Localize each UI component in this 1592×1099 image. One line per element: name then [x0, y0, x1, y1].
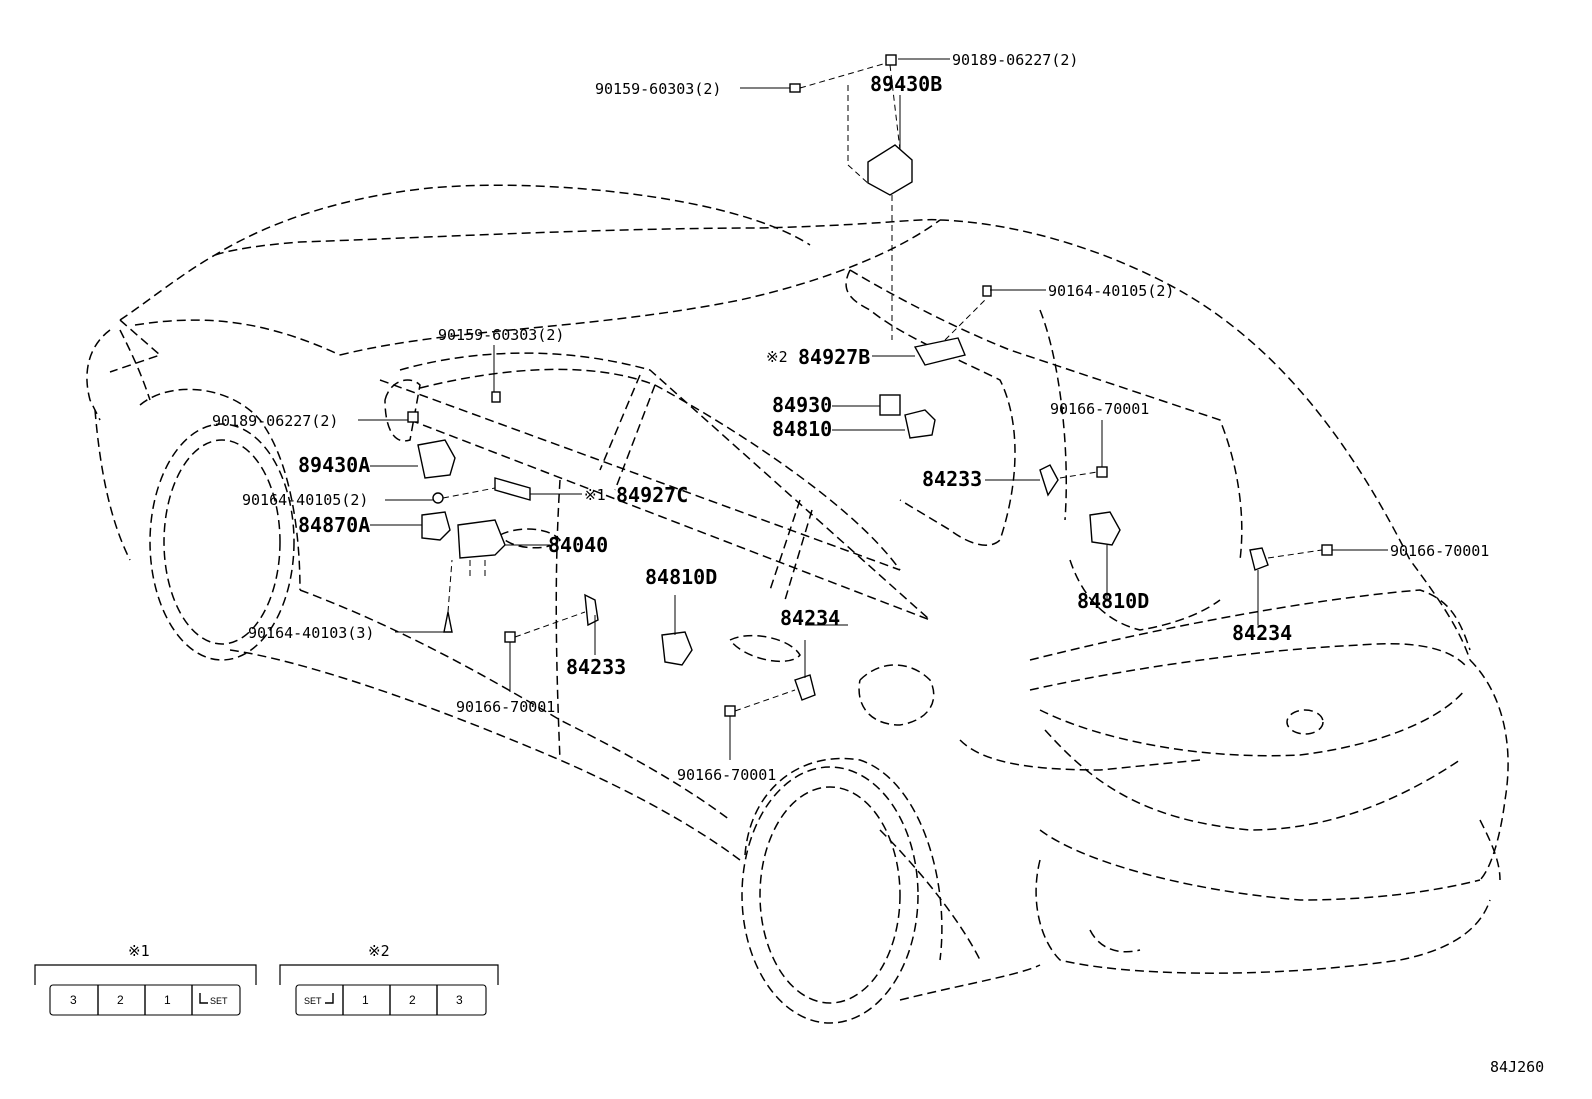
label-90164-40103: 90164-40103(3): [248, 624, 374, 642]
leader-lines: [358, 58, 1388, 760]
label-84234-center: 84234: [780, 606, 840, 630]
label-90159-60303-left: 90159-60303(2): [438, 326, 564, 344]
label-84927C: 84927C: [616, 483, 688, 507]
label-90166-70001-r2: 90166-70001: [1390, 542, 1489, 560]
diagram-code: 84J260: [1490, 1058, 1544, 1076]
label-90166-70001-r1: 90166-70001: [1050, 400, 1149, 418]
legend-note2-key-2: 1: [362, 993, 369, 1007]
legend-note2-key-1: SET: [304, 996, 322, 1006]
label-84927C-mark: ※1: [584, 486, 606, 504]
label-84040: 84040: [548, 533, 608, 557]
label-84930: 84930: [772, 393, 832, 417]
label-84234-right: 84234: [1232, 621, 1292, 645]
legend-note2-key-3: 2: [409, 993, 416, 1007]
label-84810D-right: 84810D: [1077, 589, 1149, 613]
label-84927B: 84927B: [798, 345, 870, 369]
part-shapes: [407, 54, 1333, 717]
legend-note1-key-4: SET: [210, 996, 228, 1006]
label-84927B-mark: ※2: [766, 348, 788, 366]
legend-note2: ※2 SET 1 2 3: [279, 942, 499, 1016]
label-84233-center: 84233: [566, 655, 626, 679]
legend-note2-seat-icon: [325, 993, 334, 1004]
legend-note2-key-4: 3: [456, 993, 463, 1007]
legend-note2-mark: ※2: [368, 942, 390, 960]
part-labels: 90189-06227(2) 90159-60303(2) 89430B 901…: [212, 51, 1489, 784]
label-89430A: 89430A: [298, 453, 370, 477]
car-body-outline: [86, 184, 1509, 1024]
label-90189-06227-top: 90189-06227(2): [952, 51, 1078, 69]
label-90166-70001-c2: 90166-70001: [677, 766, 776, 784]
legend-note1-key-1: 3: [70, 993, 77, 1007]
label-90159-60303-top: 90159-60303(2): [595, 80, 721, 98]
label-84233-right: 84233: [922, 467, 982, 491]
label-90189-06227-left: 90189-06227(2): [212, 412, 338, 430]
label-84810D-center: 84810D: [645, 565, 717, 589]
label-90164-40105-left: 90164-40105(2): [242, 491, 368, 509]
label-84870A: 84870A: [298, 513, 370, 537]
legend-note1-key-2: 2: [117, 993, 124, 1007]
label-90166-70001-c1: 90166-70001: [456, 698, 555, 716]
legend-note1-seat-icon: [199, 993, 208, 1004]
label-90164-40105-right: 90164-40105(2): [1048, 282, 1174, 300]
legend-note1: ※1 3 2 1 SET: [34, 942, 257, 1016]
label-89430B: 89430B: [870, 72, 942, 96]
label-84810: 84810: [772, 417, 832, 441]
legend-note1-key-3: 1: [164, 993, 171, 1007]
legend-note1-mark: ※1: [128, 942, 150, 960]
